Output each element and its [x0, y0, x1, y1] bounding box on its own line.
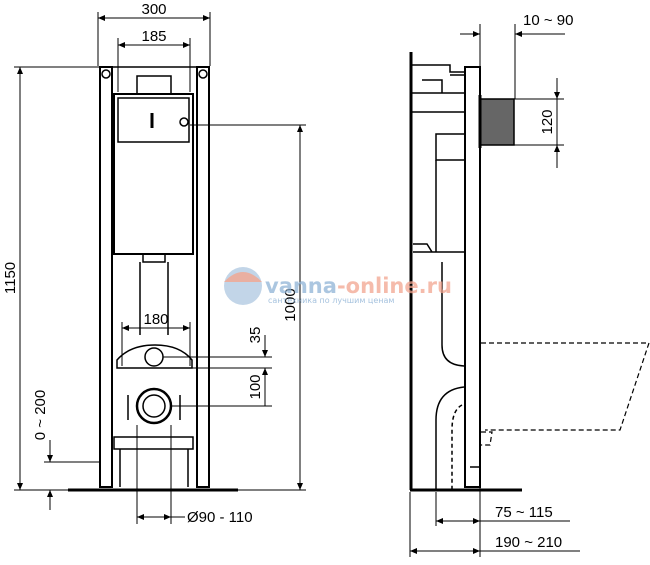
front-view: [68, 66, 238, 492]
dim-drain-diameter: Ø90 - 110: [187, 509, 253, 526]
watermark-tagline: сантехника по лучшим ценам: [268, 296, 394, 305]
dim-75-115: 75 ~ 115: [495, 504, 553, 521]
dim-300: 300: [141, 1, 166, 18]
front-dimension-lines: [14, 12, 306, 524]
side-dimension-lines: [409, 24, 580, 557]
watermark-site: vanna-online.ru: [265, 274, 452, 298]
dim-185: 185: [141, 28, 166, 45]
dim-180: 180: [143, 311, 168, 328]
dim-100: 100: [247, 374, 264, 399]
dim-1000: 1000: [282, 288, 299, 321]
dim-0-200: 0 ~ 200: [32, 390, 49, 440]
dim-1150: 1150: [2, 262, 19, 294]
side-view: [409, 52, 650, 492]
dim-10-90: 10 ~ 90: [523, 12, 573, 29]
dim-120: 120: [539, 109, 556, 134]
watermark-logo: vanna-online.ru сантехника по лучшим цен…: [224, 267, 452, 305]
dim-190-210: 190 ~ 210: [495, 534, 562, 551]
dim-35: 35: [247, 327, 264, 344]
frog-logo-head-icon: [224, 272, 262, 282]
